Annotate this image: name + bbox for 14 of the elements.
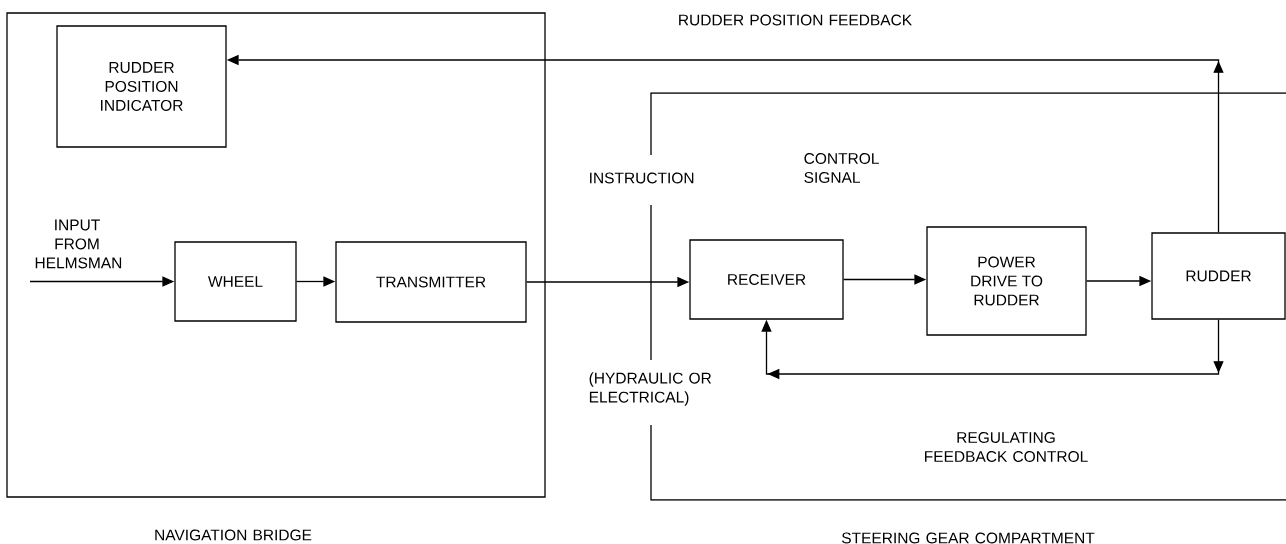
text-label: INPUT FROM HELMSMAN xyxy=(35,219,122,269)
text-label: CONTROL SIGNAL xyxy=(804,153,879,183)
text-label: RUDDER POSITION FEEDBACK xyxy=(679,14,912,26)
text-label: INSTRUCTION xyxy=(590,172,694,184)
node-label: NAVIGATION BRIDGE xyxy=(155,529,312,541)
process-box: RECEIVER xyxy=(689,239,844,320)
process-box: RUDDER xyxy=(1151,232,1286,320)
text-label: (HYDRAULIC OR ELECTRICAL) xyxy=(589,372,712,406)
process-box: TRANSMITTER xyxy=(335,241,527,323)
text-label: REGULATING FEEDBACK CONTROL xyxy=(925,432,1088,462)
process-box: POWER DRIVE TO RUDDER xyxy=(926,226,1087,336)
process-box: WHEEL xyxy=(174,241,297,322)
process-box: RUDDER POSITION INDICATOR xyxy=(56,25,227,148)
arrow xyxy=(761,319,1224,380)
